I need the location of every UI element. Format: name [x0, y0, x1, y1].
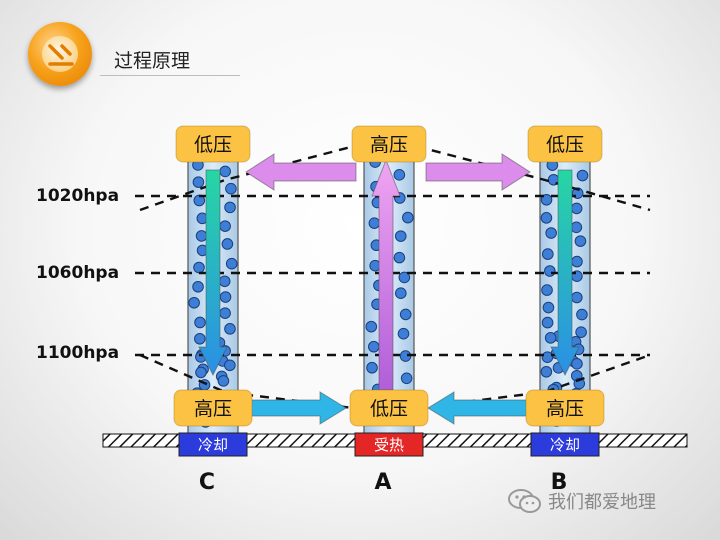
- top-pressure-label-text: 低压: [546, 134, 584, 156]
- point-label: B: [551, 470, 568, 495]
- watermark-text: 我们都爱地理: [548, 492, 656, 513]
- ground-condition-badge: 冷却: [530, 432, 600, 457]
- ground-condition-text: 冷却: [550, 436, 580, 454]
- point-label: A: [374, 470, 391, 495]
- top-pressure-label-text: 高压: [370, 134, 408, 156]
- upper-arrow-a-to-c: [245, 153, 357, 191]
- pressure-level-label: 1020hpa: [36, 186, 119, 206]
- pressure-level-label: 1100hpa: [36, 343, 119, 363]
- sinking-arrow-c: [198, 169, 228, 377]
- sinking-arrow-b: [550, 169, 580, 377]
- logo-icon: [28, 22, 92, 86]
- top-pressure-label: 低压: [527, 125, 603, 163]
- pressure-level-label: 1060hpa: [36, 263, 119, 283]
- surface-pressure-label-text: 低压: [370, 398, 408, 420]
- wechat-icon: [508, 488, 542, 514]
- top-pressure-label: 高压: [351, 125, 427, 163]
- ground-condition-badge: 冷却: [178, 432, 248, 457]
- surface-pressure-label-text: 高压: [194, 398, 232, 420]
- surface-arrow-c-to-a: [245, 391, 347, 425]
- surface-pressure-label: 低压: [349, 389, 429, 427]
- point-label: C: [199, 470, 215, 495]
- surface-pressure-label-text: 高压: [546, 398, 584, 420]
- upper-arrow-a-to-b: [425, 153, 531, 191]
- title-divider: [100, 75, 240, 76]
- top-pressure-label: 低压: [175, 125, 251, 163]
- bent-isobars: [139, 136, 651, 414]
- ground-condition-badge: 受热: [354, 432, 424, 457]
- surface-pressure-label: 高压: [525, 389, 605, 427]
- watermark: 我们都爱地理: [508, 488, 656, 514]
- page-title: 过程原理: [114, 50, 191, 72]
- rising-arrow-a: [371, 158, 401, 391]
- ground-condition-text: 受热: [374, 436, 404, 454]
- top-pressure-label-text: 低压: [194, 134, 232, 156]
- surface-pressure-label: 高压: [173, 389, 253, 427]
- surface-arrow-b-to-a: [427, 391, 531, 425]
- ground-condition-text: 冷却: [198, 436, 228, 454]
